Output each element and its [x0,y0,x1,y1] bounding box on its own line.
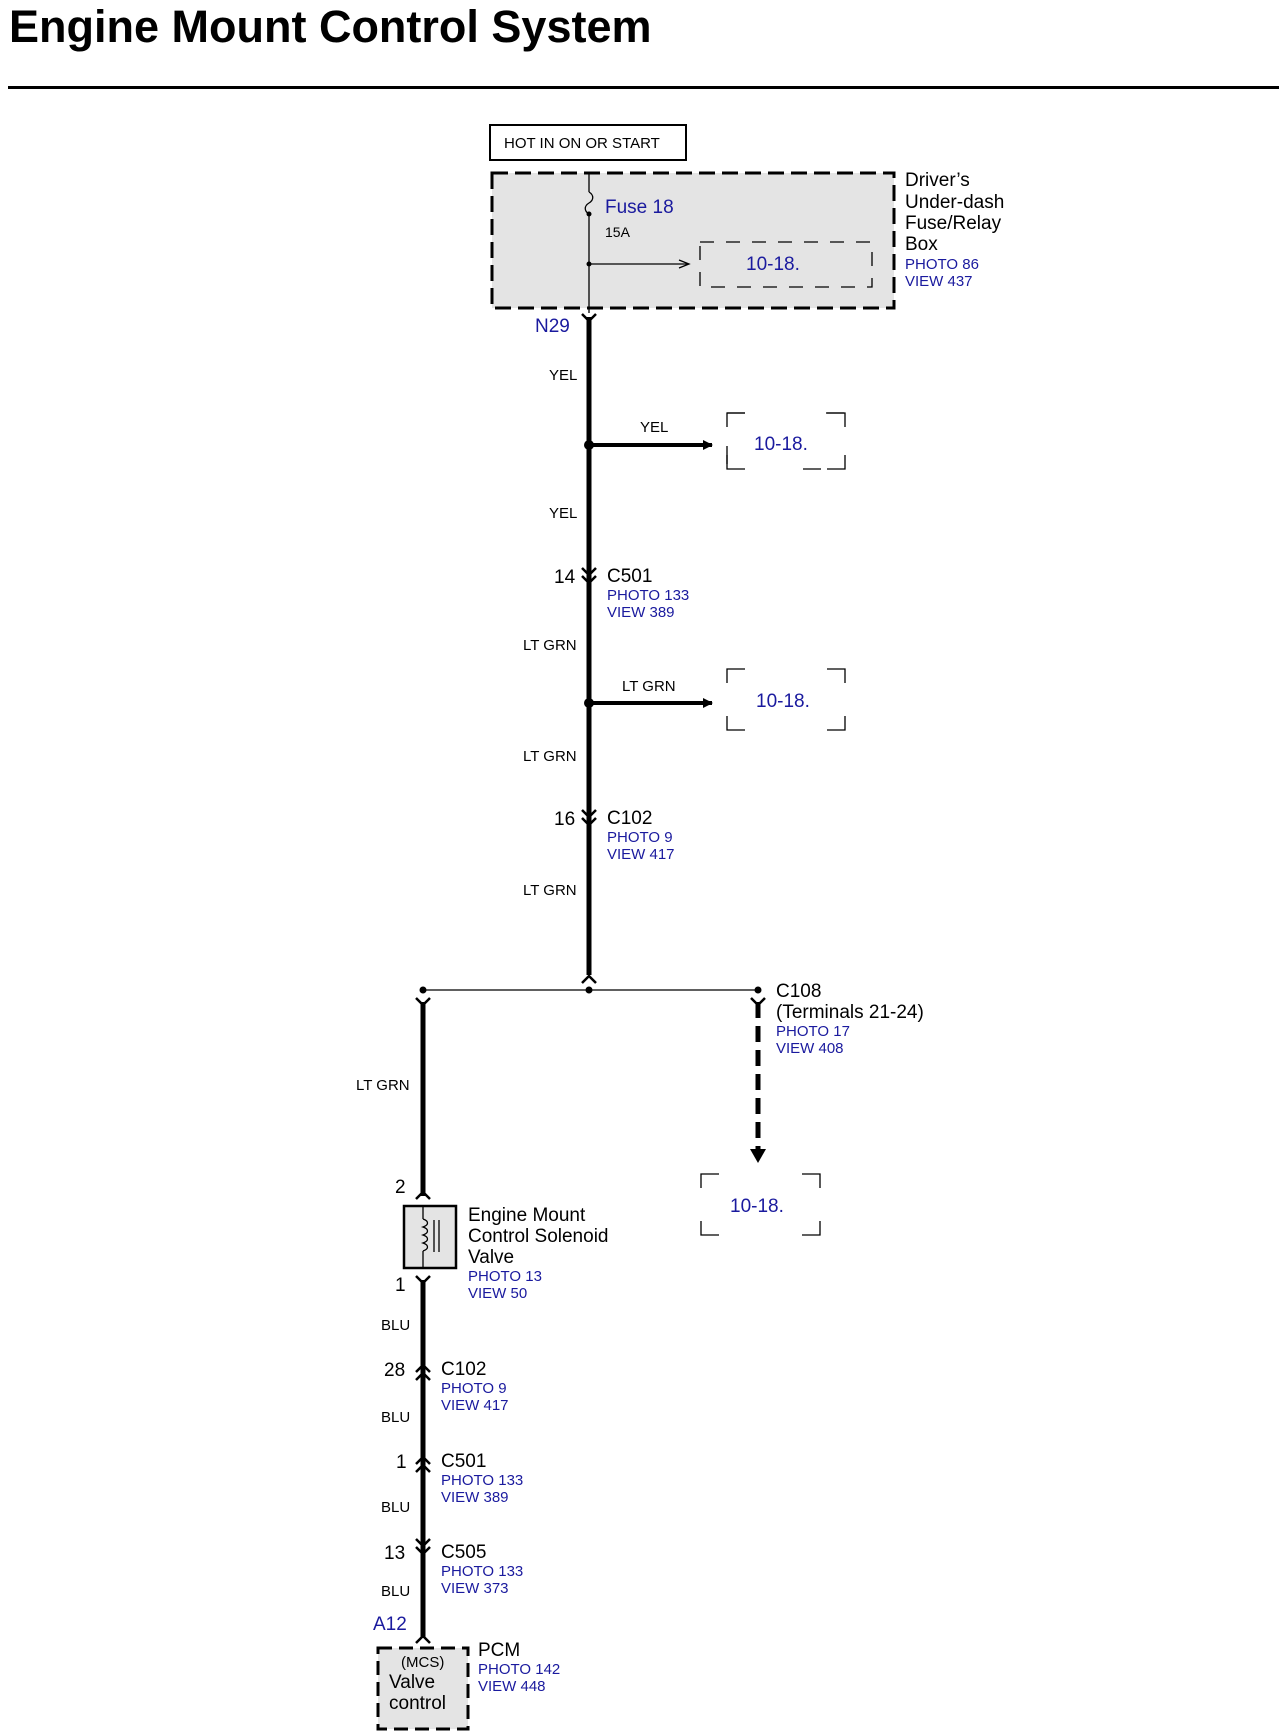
solenoid-name-line-3: Valve [468,1247,514,1268]
pcm-photo: PHOTO 142 [478,1661,560,1678]
c501-top-connector-symbol [581,567,597,585]
c102-bottom-connector-symbol [415,1363,431,1381]
power-source-label: HOT IN ON OR START [504,135,660,152]
wire-label-ltgrn-1: LT GRN [523,637,577,654]
solenoid-pin-1: 1 [395,1275,406,1296]
page-ref-box-ltgrn [726,668,846,731]
pcm-terminal-label: A12 [373,1614,407,1635]
c108-name: C108 [776,981,821,1002]
c501-top-name: C501 [607,566,652,587]
c505-pin: 13 [384,1543,405,1564]
wire-label-ltgrn-branch: LT GRN [622,678,676,695]
c501-bottom-name: C501 [441,1451,486,1472]
fuse-box-name-line-4: Box [905,234,938,255]
fuse-rating: 15A [605,224,631,240]
solenoid-pin-2-terminal [415,1190,431,1200]
wire-label-blu-4: BLU [381,1583,410,1600]
fuse-box-name-line-1: Driver’s [905,170,970,191]
c108-branch-arrowhead [750,1149,766,1163]
page-ref-box-yel-corners [726,412,846,470]
wire-label-ltgrn-4: LT GRN [356,1077,410,1094]
c108-center-dot [585,986,593,994]
solenoid-name-line-2: Control Solenoid [468,1226,608,1247]
page-ref-box-fuse [699,241,873,288]
wire-label-yel-1: YEL [549,367,577,384]
pcm-function-line-1: Valve [389,1672,435,1693]
fuse-box [490,171,896,310]
wire-label-ltgrn-3: LT GRN [523,882,577,899]
wire-label-blu-2: BLU [381,1409,410,1426]
page-title: Engine Mount Control System [9,1,652,52]
wire-label-ltgrn-2: LT GRN [523,748,577,765]
c102-bottom-view: VIEW 417 [441,1397,509,1414]
c505-view: VIEW 373 [441,1580,509,1597]
pcm-name: PCM [478,1640,520,1661]
fuse-18-symbol [584,191,594,215]
pcm-function-line-2: control [389,1693,446,1714]
c505-photo: PHOTO 133 [441,1563,523,1580]
fuse-box-photo: PHOTO 86 [905,256,979,273]
solenoid-coil-icon [420,1218,429,1252]
c505-name: C505 [441,1542,486,1563]
pcm-box [376,1646,470,1731]
c501-bottom-connector-symbol [415,1455,431,1473]
c102-bottom-pin: 28 [384,1360,405,1381]
solenoid-view: VIEW 50 [468,1285,527,1302]
fuse-box-name-line-3: Fuse/Relay [905,213,1002,234]
solenoid-photo: PHOTO 13 [468,1268,542,1285]
c501-top-pin: 14 [554,567,576,588]
c102-top-pin: 16 [554,809,575,830]
pcm-function-code: (MCS) [401,1654,444,1671]
c102-top-photo: PHOTO 9 [607,829,673,846]
c108-photo: PHOTO 17 [776,1023,850,1040]
c102-bottom-name: C102 [441,1359,486,1380]
c108-terminals: (Terminals 21-24) [776,1002,924,1023]
c102-bottom-photo: PHOTO 9 [441,1380,507,1397]
c501-top-view: VIEW 389 [607,604,675,621]
page-ref-c108: 10-18. [730,1196,784,1217]
c108-left-dot [419,986,427,994]
title-rule [8,86,1279,89]
c102-top-name: C102 [607,808,652,829]
wire-label-blu-1: BLU [381,1317,410,1334]
fuse-box-name-line-2: Under-dash [905,192,1004,213]
c501-top-photo: PHOTO 133 [607,587,689,604]
c108-view: VIEW 408 [776,1040,844,1057]
solenoid-valve-box [402,1204,458,1270]
pcm-view: VIEW 448 [478,1678,546,1695]
c102-top-view: VIEW 417 [607,846,675,863]
c501-bottom-photo: PHOTO 133 [441,1472,523,1489]
wire-label-yel-branch: YEL [640,419,668,436]
fuse-branch-arrowhead [678,259,691,269]
page-ref-yel: 10-18. [754,434,808,455]
page-ref-fuse: 10-18. [746,254,800,275]
c108-right-dot [754,986,762,994]
c108-main-terminal [581,974,597,984]
page-ref-ltgrn: 10-18. [756,691,810,712]
c501-bottom-pin: 1 [396,1452,407,1473]
pcm-terminal-symbol [415,1634,431,1644]
n29-terminal-label: N29 [535,316,570,337]
fuse-box-view: VIEW 437 [905,273,973,290]
power-source-box [489,124,687,161]
c102-top-connector-symbol [581,809,597,827]
c501-bottom-view: VIEW 389 [441,1489,509,1506]
solenoid-pin-2: 2 [395,1177,406,1198]
solenoid-name-line-1: Engine Mount [468,1205,586,1226]
wire-label-blu-3: BLU [381,1499,410,1516]
wire-label-yel-2: YEL [549,505,577,522]
c505-connector-symbol [415,1538,431,1556]
page-ref-box-c108 [700,1173,821,1236]
fuse-18-label: Fuse 18 [605,197,674,218]
